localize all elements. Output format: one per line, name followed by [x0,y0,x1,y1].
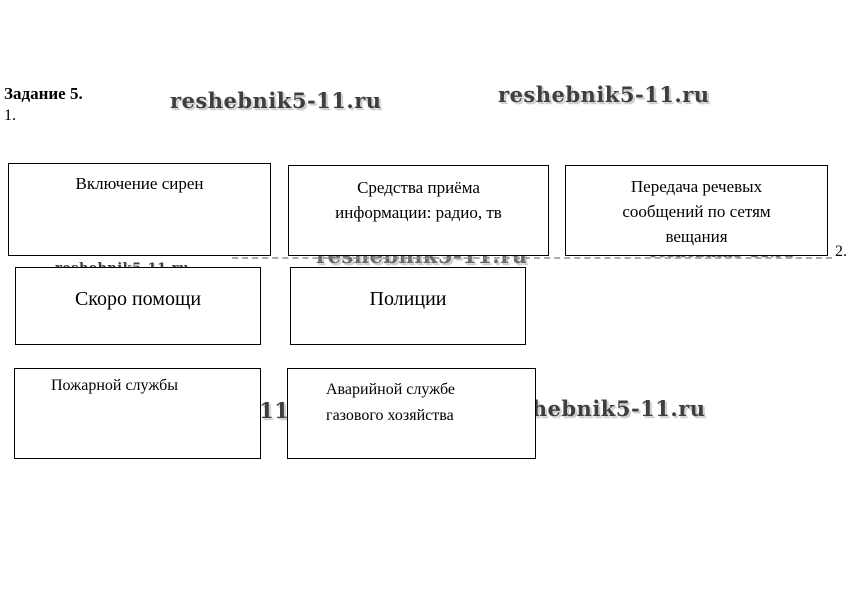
box-speech-broadcast: Передача речевых сообщений по сетям веща… [565,165,828,256]
watermark-text: reshebnik5-11.ru [170,88,382,113]
box-label-line: Аварийной службе [326,381,455,398]
box-label: Пожарной службы [51,377,179,394]
box-label-line: газового хозяйства [326,407,454,424]
box-gas-emergency-service: Аварийной службе газового хозяйства [287,368,536,459]
box-label-line: информации: радио, тв [335,203,502,222]
box-label-line: Средства приёма [357,178,480,197]
box-label: Скоро помощи [74,288,202,310]
box-ambulance: Скоро помощи [15,267,261,345]
watermark-text: reshebnik5-11.ru [498,82,710,107]
box-fire-service: Пожарной службы [14,368,261,459]
dashed-divider [232,257,832,259]
task-title: Задание 5. [4,84,83,103]
box-label-line: вещания [665,227,728,246]
box-police: Полиции [290,267,526,345]
list-number-1: 1. [4,107,16,124]
list-number-2: 2. [835,243,847,260]
box-information-media: Средства приёма информации: радио, тв [288,165,549,256]
box-siren-activation: Включение сирен [8,163,271,256]
box-label: Полиции [369,288,447,310]
box-label-line: Передача речевых [630,177,763,196]
box-label-line: сообщений по сетям [622,202,771,221]
box-label: Включение сирен [75,174,204,193]
